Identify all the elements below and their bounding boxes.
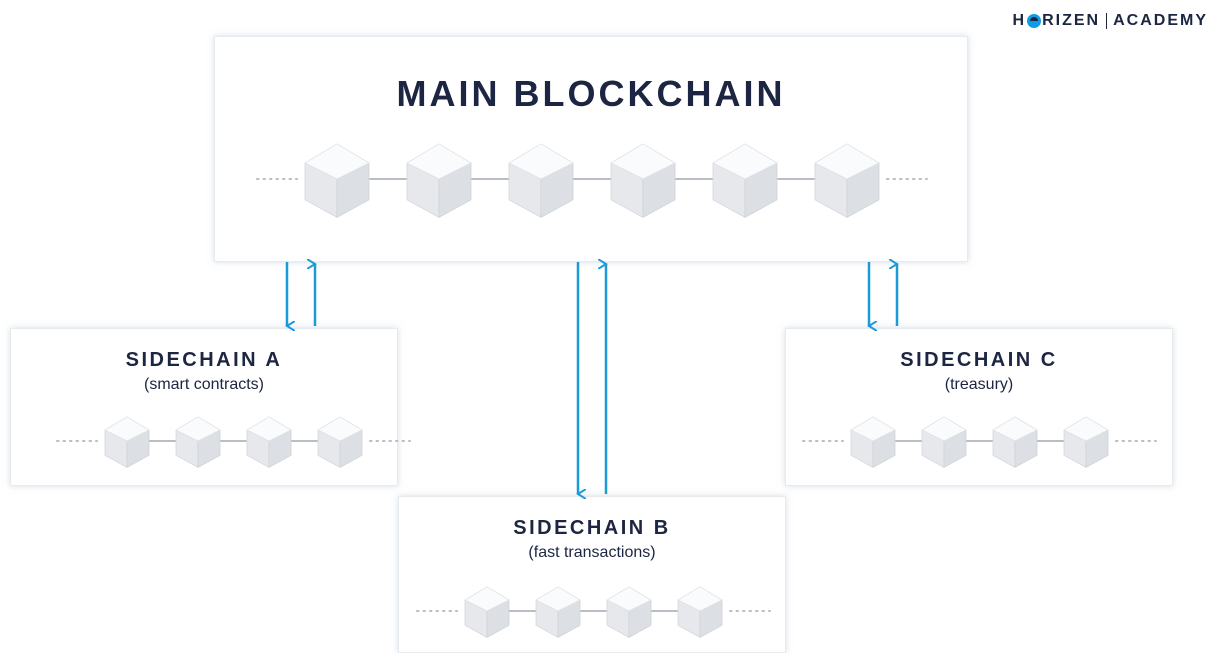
sidechain-c-chain	[802, 416, 1157, 468]
sidechain-a-block-icon	[317, 416, 363, 468]
main-block-icon	[814, 143, 880, 218]
logo-letter: H	[1012, 12, 1027, 29]
sidechain-b-chain	[416, 586, 771, 638]
sidechain-c-title: SIDECHAIN C	[900, 349, 1058, 371]
sidechain-b-block-icon	[677, 586, 723, 638]
horizen-academy-logo: H RIZEN ACADEMY	[1013, 12, 1208, 30]
logo-academy: ACADEMY	[1113, 12, 1208, 29]
sidechain-c-subtitle: (treasury)	[944, 376, 1014, 393]
sidechain-a-title: SIDECHAIN A	[125, 349, 283, 371]
sidechain-b-title: SIDECHAIN B	[513, 517, 671, 539]
sidechain-c-block-icon	[1063, 416, 1109, 468]
sidechain-a-block-icon	[246, 416, 292, 468]
main-block-icon	[406, 143, 472, 218]
sidechain-b-panel: SIDECHAIN B (fast transactions)	[398, 496, 786, 653]
main-block-icon	[304, 143, 370, 218]
sidechain-b-block-icon	[464, 586, 510, 638]
sidechain-b-block-icon	[535, 586, 581, 638]
main-block-icon	[712, 143, 778, 218]
horizen-o-icon	[1027, 14, 1042, 28]
main-block-icon	[610, 143, 676, 218]
sidechain-a-block-icon	[104, 416, 150, 468]
main-blockchain-title: MAIN BLOCKCHAIN	[396, 73, 786, 114]
sidechain-a-block-icon	[175, 416, 221, 468]
sidechain-c-block-icon	[850, 416, 896, 468]
sidechain-c-block-icon	[921, 416, 967, 468]
sidechain-a-panel: SIDECHAIN A (smart contracts)	[10, 328, 411, 486]
sidechain-a-subtitle: (smart contracts)	[143, 376, 264, 393]
sidechain-a-chain	[56, 416, 411, 468]
logo-divider	[1106, 13, 1108, 29]
sidechain-b-subtitle: (fast transactions)	[528, 544, 656, 561]
sidechain-b-block-icon	[606, 586, 652, 638]
sidechain-c-block-icon	[992, 416, 1038, 468]
logo-word: RIZEN	[1042, 12, 1101, 29]
sidechain-c-panel: SIDECHAIN C (treasury)	[785, 328, 1173, 486]
main-blockchain-panel: MAIN BLOCKCHAIN	[214, 36, 968, 262]
main-block-icon	[508, 143, 574, 218]
main-chain	[256, 143, 928, 218]
